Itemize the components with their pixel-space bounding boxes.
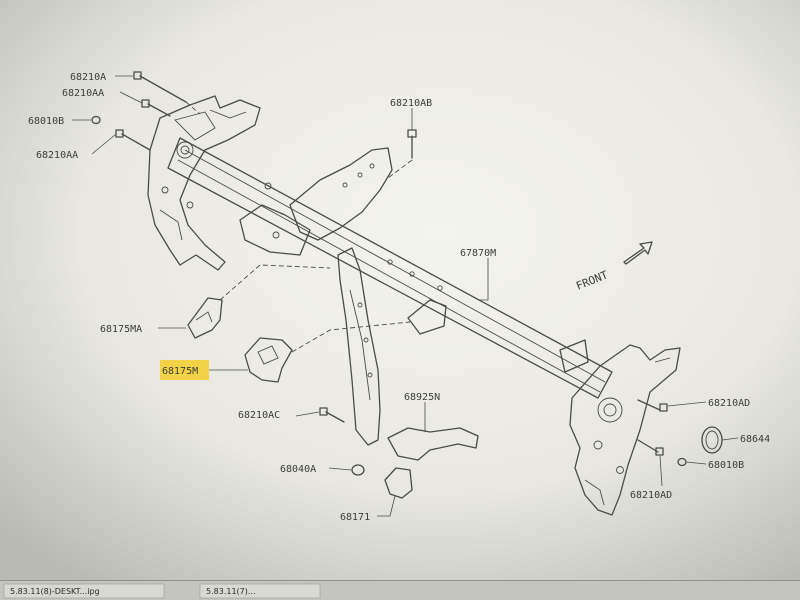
- callout-label: 68175MA: [100, 324, 142, 335]
- callout-label: 68210A: [70, 72, 106, 83]
- upper-stay-bracket: [239, 147, 393, 256]
- mid-beam-bracket: [407, 299, 447, 335]
- assembly-lines: [185, 101, 413, 353]
- callout-label: 68644: [740, 434, 770, 445]
- bolt-68210AA-bottom: [115, 129, 151, 151]
- washer-68010B-left: [91, 115, 101, 125]
- callout-label: 68040A: [280, 464, 316, 475]
- callout-label: 68210AD: [708, 398, 750, 409]
- callout-label: 68925N: [404, 392, 440, 403]
- callout-label: 68210AC: [238, 410, 280, 421]
- callout-label: 67870M: [460, 248, 496, 259]
- center-stay-bracket: [337, 247, 381, 446]
- bracket-68171: [384, 467, 413, 499]
- clip-68040A: [351, 464, 365, 476]
- callout-label: 68210AB: [390, 98, 432, 109]
- taskbar-item-label: 5.83.11(8)-DESKT...ipg: [10, 587, 100, 596]
- taskbar-item[interactable]: [3, 583, 165, 599]
- steering-member-beam: [167, 137, 613, 399]
- callout-highlight: [160, 360, 209, 380]
- right-mounting-bracket: [569, 344, 681, 516]
- callout-label: 68010B: [28, 116, 64, 127]
- callout-label: 68210AA: [36, 150, 78, 161]
- bracket-68925N: [387, 427, 479, 461]
- taskbar-item-label: 5.83.11(7)...: [206, 587, 256, 596]
- bolt-68210AD-lower: [637, 439, 664, 456]
- taskbar-item[interactable]: [199, 583, 321, 599]
- bolt-68210A: [133, 71, 187, 103]
- bolts: [115, 71, 668, 456]
- diagram-paper: [0, 0, 800, 580]
- callout-label-highlighted: 68175M: [162, 366, 198, 377]
- bracket-68175MA: [187, 297, 223, 339]
- callout-label: 68171: [340, 512, 370, 523]
- front-direction-arrow: [623, 241, 653, 265]
- bolt-68210AD-upper: [637, 399, 668, 412]
- leader-lines: [72, 75, 739, 517]
- bolt-68210AA-top: [141, 99, 171, 117]
- taskbar: 5.83.11(8)-DESKT...ipg 5.83.11(7)...: [0, 580, 800, 600]
- callout-label: 68210AA: [62, 88, 104, 99]
- bracket-68175M: [244, 337, 293, 383]
- callout-label: 68210AD: [630, 490, 672, 501]
- right-beam-tab: [559, 339, 589, 373]
- callout-label: 68010B: [708, 460, 744, 471]
- bolt-68210AC: [319, 407, 345, 423]
- left-mounting-bracket: [147, 95, 261, 271]
- callout-labels: 68210A 68210AA 68010B 68210AA 68210AB 67…: [28, 72, 770, 523]
